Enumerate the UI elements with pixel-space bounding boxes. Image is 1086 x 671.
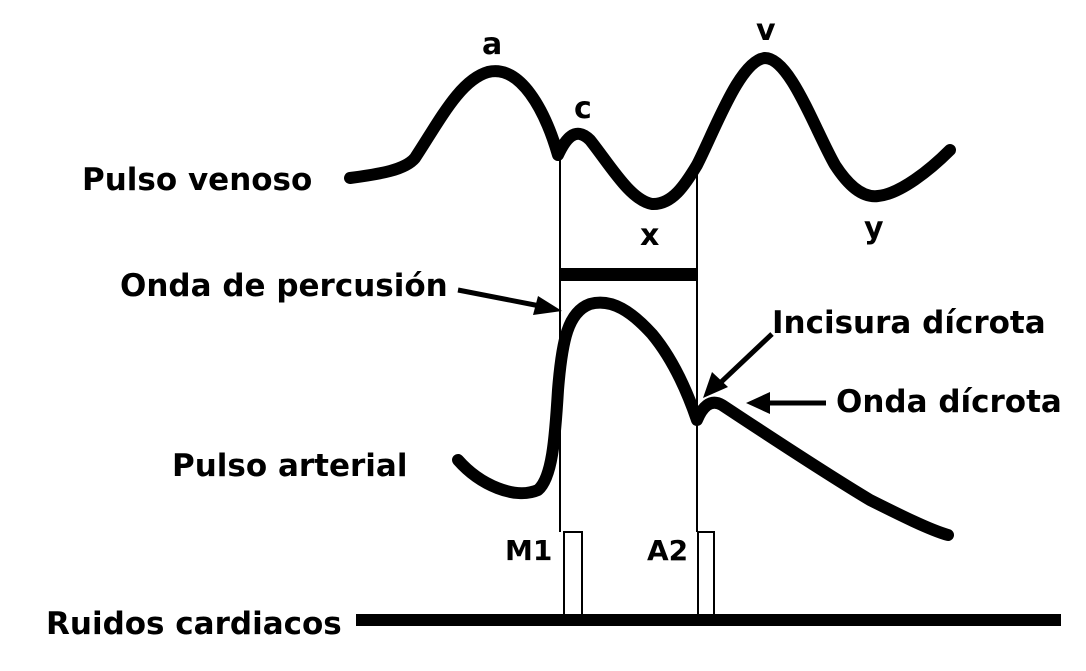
venous-pulse-label: Pulso venoso — [82, 162, 312, 198]
arterial-pulse-label: Pulso arterial — [172, 448, 407, 484]
a2-sound-marker — [697, 531, 715, 619]
dicrotic-wave-label: Onda dícrota — [836, 384, 1062, 420]
percussion-wave-label: Onda de percusión — [120, 268, 448, 304]
dicrotic-notch-label: Incisura dícrota — [772, 305, 1046, 341]
wave-x-label: x — [640, 218, 659, 253]
arterial-pulse-curve — [452, 296, 954, 541]
heart-sounds-baseline — [356, 614, 1061, 626]
heart-sounds-label: Ruidos cardiacos — [46, 606, 342, 642]
dicrotic-wave-arrow — [746, 392, 826, 414]
wave-v-label: v — [756, 13, 776, 48]
venous-pulse-curve — [344, 52, 956, 210]
m1-sound-marker — [563, 531, 583, 619]
systole-bar — [560, 268, 697, 281]
m1-label: M1 — [505, 534, 552, 567]
percussion-wave-arrow — [457, 287, 562, 315]
wave-y-label: y — [864, 211, 884, 246]
wave-c-label: c — [574, 91, 592, 126]
wave-a-label: a — [482, 27, 502, 62]
a2-label: A2 — [647, 534, 688, 567]
dicrotic-notch-arrow — [703, 332, 774, 398]
